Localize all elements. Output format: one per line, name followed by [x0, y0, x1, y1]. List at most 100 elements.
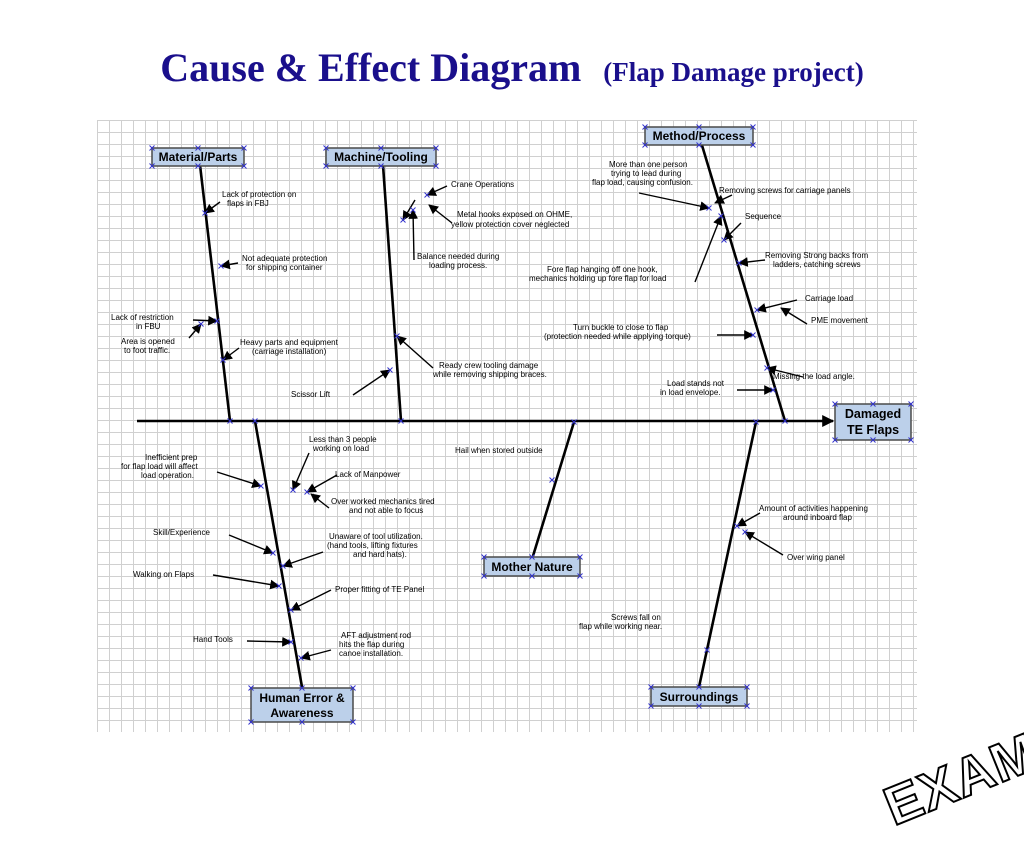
connector-marker: [258, 483, 264, 489]
connector-marker: [288, 607, 294, 613]
connector-marker: [870, 437, 876, 443]
cause-text: Missing the load angle.: [773, 372, 855, 381]
connector-marker: [744, 684, 750, 690]
connector-marker: [696, 703, 702, 709]
connector-marker: [529, 554, 535, 560]
page-title: Cause & Effect Diagram(Flap Damage proje…: [0, 44, 1024, 91]
arrow-h10: [300, 649, 332, 661]
connector-marker: [433, 145, 439, 151]
bone-surroundings: [697, 421, 758, 688]
connector-marker: [149, 163, 155, 169]
category-machine-label: Machine/Tooling: [334, 150, 428, 164]
cause-text: Unaware of tool utilization.(hand tools,…: [327, 532, 423, 559]
effect-box: Damaged TE Flaps: [834, 403, 912, 441]
category-human: Human Error & Awareness: [250, 687, 354, 723]
arrow-h4: [310, 493, 330, 509]
arrow-p5: [694, 215, 723, 283]
arrow-h9: [246, 636, 292, 647]
connector-marker: [378, 163, 384, 169]
connector-marker: [195, 145, 201, 151]
connector-marker: [704, 647, 710, 653]
cause-text: Fore flap hanging off one hook,mechanics…: [529, 265, 666, 283]
connector-marker: [323, 163, 329, 169]
category-method-label: Method/Process: [653, 129, 746, 143]
connector-marker: [270, 550, 276, 556]
connector-marker: [424, 192, 430, 198]
category-machine: Machine/Tooling: [325, 147, 437, 167]
category-human-label-2: Awareness: [270, 706, 333, 720]
connector-marker: [214, 318, 220, 324]
category-material-label: Material/Parts: [159, 150, 238, 164]
connector-marker: [908, 401, 914, 407]
connector-marker: [400, 217, 406, 223]
connector-marker: [202, 210, 208, 216]
connector-marker: [529, 573, 535, 579]
connector-marker: [832, 401, 838, 407]
arrow-h6: [282, 551, 324, 568]
cause-text: PME movement: [811, 316, 869, 325]
connector-marker: [734, 523, 740, 529]
connector-marker: [750, 124, 756, 130]
connector-marker: [908, 437, 914, 443]
connector-marker: [220, 357, 226, 363]
bone-machine: [381, 164, 403, 422]
arrow-p2: [714, 194, 733, 204]
connector-marker: [870, 401, 876, 407]
connector-marker: [248, 719, 254, 725]
connector-marker: [394, 333, 400, 339]
arrow-s1: [736, 512, 761, 527]
connector-marker: [218, 263, 224, 269]
connector-marker: [350, 719, 356, 725]
connector-marker: [149, 145, 155, 151]
connector-marker: [299, 719, 305, 725]
arrow-p3: [723, 222, 742, 241]
diagram-subtitle: (Flap Damage project): [603, 57, 864, 87]
connector-marker: [718, 213, 724, 219]
cause-text: Turn buckle to close to flap(protection …: [544, 323, 691, 341]
connector-marker: [198, 321, 204, 327]
cause-text: Crane Operations: [451, 180, 514, 189]
arrow-p1: [638, 192, 710, 211]
arrow-h5: [228, 534, 274, 555]
connector-marker: [642, 124, 648, 130]
connector-marker: [832, 437, 838, 443]
arrow-m2: [220, 259, 239, 270]
cause-text: Over wing panel: [787, 553, 845, 562]
connector-marker: [298, 655, 304, 661]
connector-marker: [241, 145, 247, 151]
connector-marker: [696, 684, 702, 690]
connector-marker: [648, 684, 654, 690]
connector-marker: [410, 207, 416, 213]
connector-marker: [398, 418, 404, 424]
cause-text: Removing screws for carriage panels: [719, 186, 851, 195]
cause-text: Carriage load: [805, 294, 853, 303]
connector-marker: [280, 563, 286, 569]
connector-marker: [696, 142, 702, 148]
connector-marker: [750, 332, 756, 338]
connector-marker: [227, 418, 233, 424]
connector-marker: [764, 365, 770, 371]
connector-marker: [304, 489, 310, 495]
cause-text: Heavy parts and equipment(carriage insta…: [240, 338, 339, 356]
connector-marker: [770, 387, 776, 393]
connector-marker: [721, 237, 727, 243]
connector-marker: [248, 685, 254, 691]
arrow-h2: [292, 452, 310, 491]
category-surroundings-label: Surroundings: [660, 690, 739, 704]
connector-marker: [387, 367, 393, 373]
connector-marker: [648, 703, 654, 709]
connector-marker: [290, 487, 296, 493]
cause-text: Sequence: [745, 212, 782, 221]
